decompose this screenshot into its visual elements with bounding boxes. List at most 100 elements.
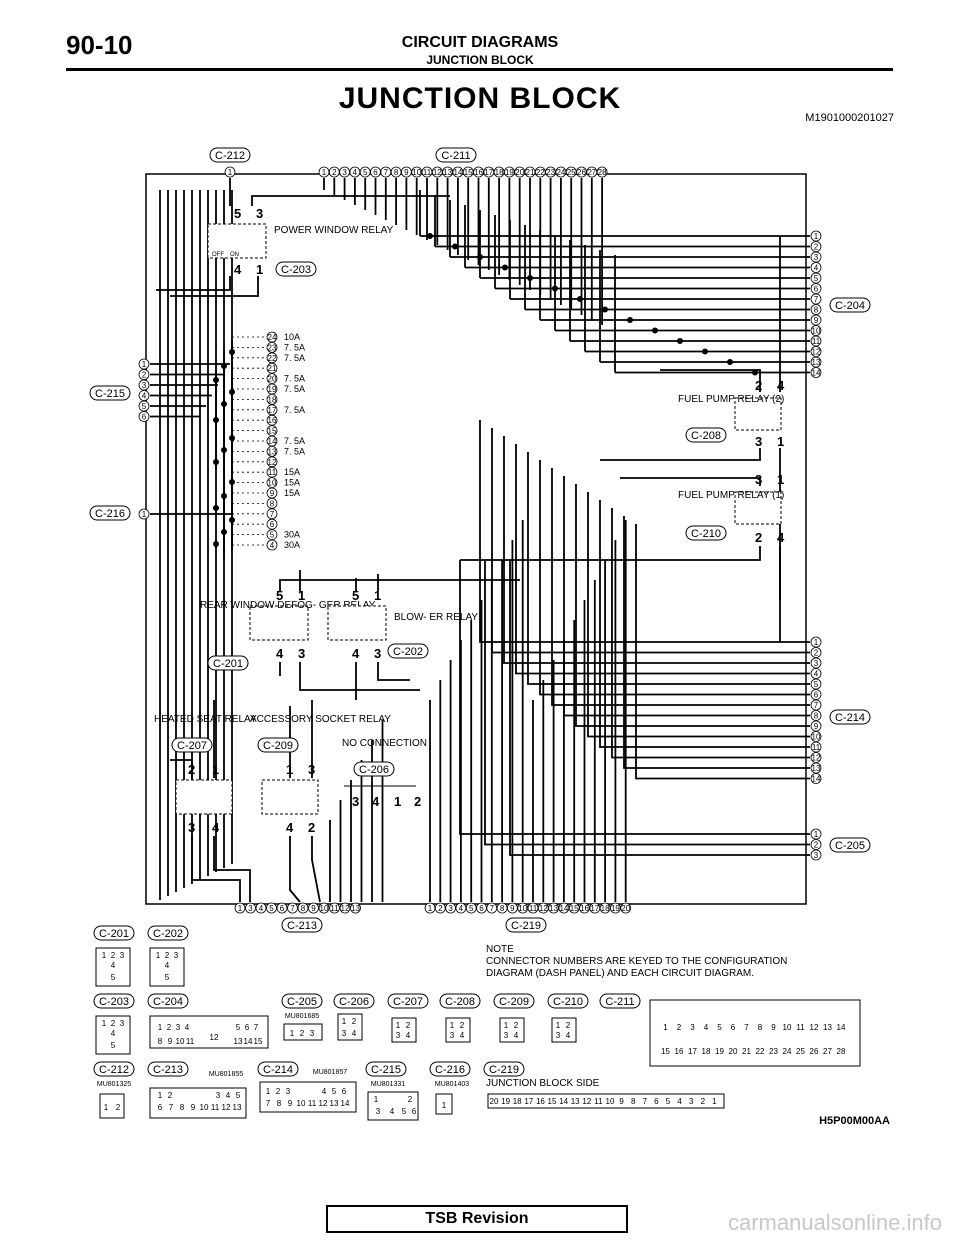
fuse-slot-number: 10: [268, 479, 277, 488]
fuse-slot-number: 7: [270, 510, 275, 519]
svg-text:3: 3: [256, 206, 263, 221]
splice-dot: [452, 243, 458, 250]
wire: [551, 468, 810, 706]
pin-label: 1: [504, 1021, 509, 1030]
c204-pin-number: 10: [812, 327, 821, 336]
c213-pin: [350, 902, 361, 914]
face-c216-body: [435, 1093, 453, 1115]
fuse-rating: 15A: [284, 478, 300, 488]
svg-text:1: 1: [212, 762, 219, 777]
c216-pin-number: 1: [142, 510, 147, 519]
svg-text:5: 5: [276, 588, 283, 603]
face-c208-tag: [439, 993, 481, 1009]
splice-dot: [213, 377, 219, 383]
c211-pin-number: 19: [505, 168, 514, 177]
pin-label: 1: [102, 951, 107, 960]
pin-label: 4: [566, 1031, 571, 1040]
c204-pin-number: 11: [812, 337, 821, 346]
pin-label: 23: [769, 1047, 778, 1056]
pin-label: 11: [308, 1099, 317, 1108]
c214-pin: [810, 689, 822, 700]
c211-pin-number: 5: [363, 168, 368, 177]
c214-pin-number: 5: [814, 680, 819, 689]
pin-label: 7: [266, 1099, 271, 1108]
pin-label: 18: [513, 1097, 522, 1106]
face-c214-tag: [257, 1061, 299, 1077]
face-c214-label: C-214: [263, 1064, 293, 1076]
face-c206-body: [337, 1013, 363, 1041]
face-c212-tag: [93, 1061, 135, 1077]
svg-text:C-214: C-214: [835, 712, 865, 724]
pin-label: 13: [233, 1103, 242, 1112]
splice-dot: [229, 517, 235, 523]
pin-label: 12: [319, 1099, 328, 1108]
svg-text:ON: ON: [230, 252, 239, 258]
pin-label: 4: [111, 961, 116, 970]
fuse-rating: 7. 5A: [284, 353, 305, 363]
pin-label: 8: [277, 1099, 282, 1108]
callout-c204: C-204: [829, 297, 871, 313]
c213-pin-number: 12: [341, 904, 350, 913]
pin-label: 1: [342, 1017, 347, 1026]
fuse-rating: 7. 5A: [284, 405, 305, 415]
c204-pin-number: 8: [814, 306, 819, 315]
pin-label: 27: [823, 1047, 832, 1056]
pin-label: 4: [514, 1031, 519, 1040]
splice-dot: [577, 296, 583, 302]
face-c213-body: [149, 1087, 247, 1119]
c205-pin-row: 123: [810, 828, 822, 861]
c213-pin-number: 3: [248, 904, 253, 913]
pin-label: 3: [174, 951, 179, 960]
svg-text:4: 4: [777, 530, 785, 545]
c215-pin: [138, 411, 150, 422]
wire: [479, 420, 810, 643]
c211-pin-number: 13: [443, 168, 452, 177]
fuse-slot-number: 17: [268, 406, 277, 415]
fuse-slot-number: 20: [268, 375, 277, 384]
pin-label: 1: [290, 1029, 295, 1038]
c205-pin-number: 2: [814, 841, 819, 850]
pin-label: 2: [408, 1095, 413, 1104]
pin-label: 11: [186, 1037, 195, 1046]
face-c219-body: [487, 1093, 725, 1109]
note-title: NOTE: [486, 944, 514, 955]
pin-label: 5: [717, 1023, 722, 1032]
header-rule: [66, 68, 893, 71]
pin-label: 4: [460, 1031, 465, 1040]
svg-text:4: 4: [372, 794, 380, 809]
pin-label: 5: [666, 1097, 671, 1106]
face-c205-body: [283, 1023, 323, 1041]
svg-text:3: 3: [308, 762, 315, 777]
c214-pin: [810, 720, 822, 732]
svg-text:2: 2: [755, 378, 762, 393]
svg-text:C-211: C-211: [441, 150, 470, 162]
c214-pin: [810, 657, 822, 669]
wire: [660, 369, 761, 392]
fuse-rating: 10A: [284, 332, 300, 342]
wire: [251, 195, 450, 206]
c211-pin-number: 27: [587, 168, 596, 177]
c212-pin: [224, 166, 236, 178]
face-c210-label: C-210: [553, 996, 583, 1008]
splice-dot: [221, 401, 227, 407]
fuse-slot-number: 13: [268, 447, 277, 456]
c214-pin: [810, 731, 822, 742]
c211-pin-number: 12: [433, 168, 442, 177]
splice-dot: [229, 479, 235, 485]
wire: [600, 448, 761, 461]
fuse-rating: 7. 5A: [284, 374, 305, 384]
part-number-c213: MU801855: [209, 1071, 243, 1078]
c219-pin-number: 12: [539, 904, 548, 913]
c215-pin-number: 4: [142, 392, 147, 401]
c204-pin: [810, 346, 822, 357]
pin-label: 5: [111, 973, 116, 982]
pin-label: 5: [236, 1091, 241, 1100]
c204-pin: [810, 293, 822, 305]
wire: [599, 500, 810, 748]
pin-label: 19: [501, 1097, 510, 1106]
pin-label: 14: [244, 1037, 253, 1046]
